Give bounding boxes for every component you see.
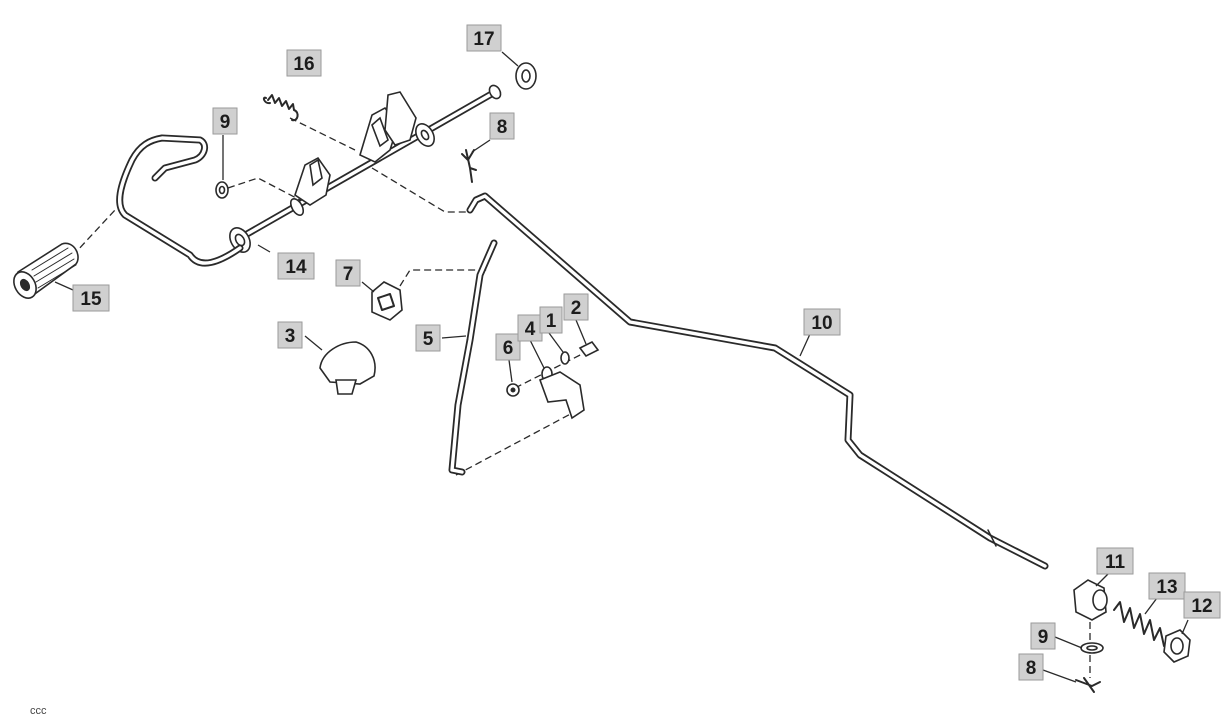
callout-12: 12 [1183, 591, 1221, 619]
hardware-group [506, 340, 600, 420]
rod-10 [466, 192, 1049, 570]
svg-text:11: 11 [1105, 552, 1126, 573]
svg-text:13: 13 [1156, 577, 1177, 598]
svg-text:1: 1 [546, 311, 557, 332]
callout-3: 3 [277, 321, 303, 349]
callout-17: 17 [466, 24, 502, 52]
callout-13: 13 [1148, 572, 1186, 600]
corner-reference-mark: ccc [30, 705, 47, 717]
linkage-end-group [1073, 579, 1191, 693]
callout-4: 4 [517, 314, 543, 342]
cap-3 [319, 341, 376, 395]
callout-1: 1 [539, 306, 563, 334]
svg-text:17: 17 [473, 29, 494, 50]
svg-text:8: 8 [497, 117, 508, 138]
svg-text:9: 9 [1038, 627, 1049, 648]
svg-text:5: 5 [423, 329, 434, 350]
callout-9-top: 9 [212, 107, 238, 135]
washer-9-top [215, 181, 229, 199]
grip-15 [13, 242, 79, 299]
svg-text:9: 9 [220, 112, 231, 133]
svg-text:6: 6 [503, 338, 514, 359]
callout-16: 16 [286, 49, 322, 77]
washer-17 [515, 62, 537, 90]
svg-text:15: 15 [80, 289, 102, 310]
callout-14: 14 [277, 252, 315, 280]
svg-text:4: 4 [525, 319, 536, 340]
clip-block-7 [371, 281, 403, 321]
spring-part [262, 94, 299, 122]
callout-8-bottom: 8 [1018, 653, 1044, 681]
svg-text:2: 2 [571, 298, 582, 319]
callout-10: 10 [803, 308, 841, 336]
svg-text:12: 12 [1191, 596, 1212, 617]
callout-5: 5 [415, 324, 441, 352]
pedal-shaft-assembly [116, 84, 502, 267]
callout-6: 6 [495, 333, 521, 361]
clip-8-top [461, 149, 477, 183]
svg-text:8: 8 [1026, 658, 1037, 679]
callout-8-top: 8 [489, 112, 515, 140]
callout-7: 7 [335, 259, 361, 287]
svg-text:7: 7 [343, 264, 354, 285]
leader-lines [54, 51, 1189, 683]
rod-5 [448, 239, 498, 476]
callout-11: 11 [1096, 547, 1134, 575]
callout-15: 15 [72, 284, 110, 312]
svg-text:10: 10 [811, 313, 832, 334]
callout-9-bottom: 9 [1030, 622, 1056, 650]
svg-text:14: 14 [285, 257, 307, 278]
svg-text:3: 3 [285, 326, 296, 347]
svg-text:16: 16 [293, 54, 314, 75]
callout-2: 2 [563, 293, 589, 321]
